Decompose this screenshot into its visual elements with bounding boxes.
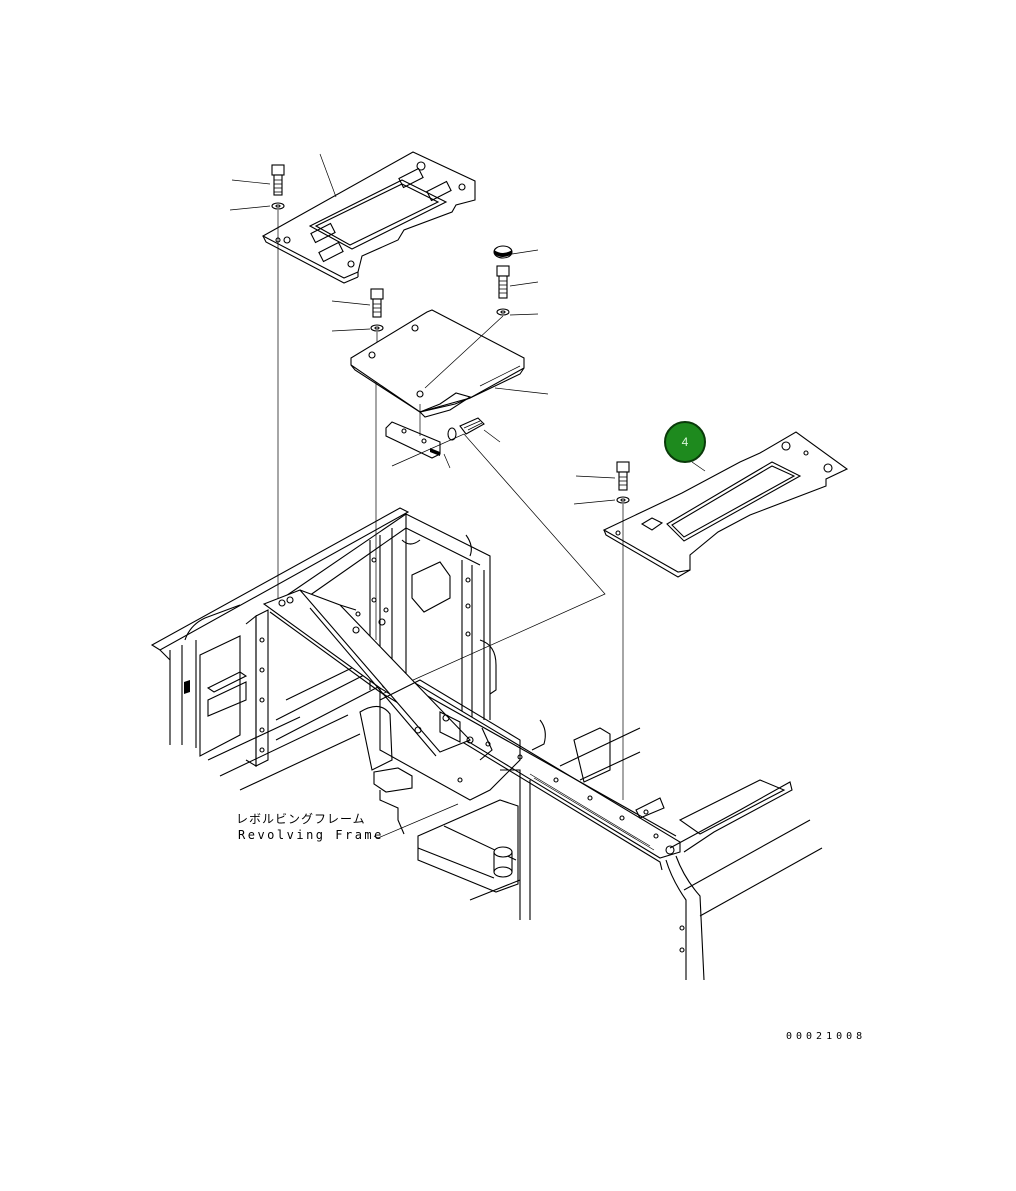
- frame-label-japanese: レボルビングフレーム: [236, 812, 366, 826]
- leader-line: [691, 461, 706, 472]
- bolt-center-right: [496, 265, 510, 316]
- leader-line: [331, 300, 371, 332]
- part-callout-number: 4: [681, 435, 689, 449]
- leader-line: [573, 475, 616, 505]
- bolt-right: [616, 461, 630, 504]
- frame-label-english: Revolving Frame: [238, 828, 384, 842]
- part-callout-badge[interactable]: 4: [664, 421, 706, 463]
- leader-line: [494, 387, 549, 395]
- assembly-line: [424, 315, 504, 389]
- bolt-bracket: [447, 417, 485, 441]
- leader-line: [511, 249, 539, 255]
- leader-line: [319, 153, 337, 198]
- leader-line: [229, 179, 271, 211]
- bracket-small: [385, 421, 441, 459]
- bolt-upper-left: [271, 164, 285, 210]
- leader-line: [509, 281, 539, 316]
- cover-plate-center: [350, 309, 525, 418]
- revolving-frame: [150, 507, 823, 981]
- leader-line: [443, 429, 501, 469]
- cap-plug: [493, 245, 513, 259]
- cover-plate-right: [602, 431, 849, 578]
- leader-line: [373, 803, 459, 839]
- bolt-center: [370, 288, 384, 332]
- cover-plate-upper-left: [261, 151, 476, 284]
- drawing-number: 00021008: [786, 1031, 867, 1042]
- section-outline: [381, 433, 606, 695]
